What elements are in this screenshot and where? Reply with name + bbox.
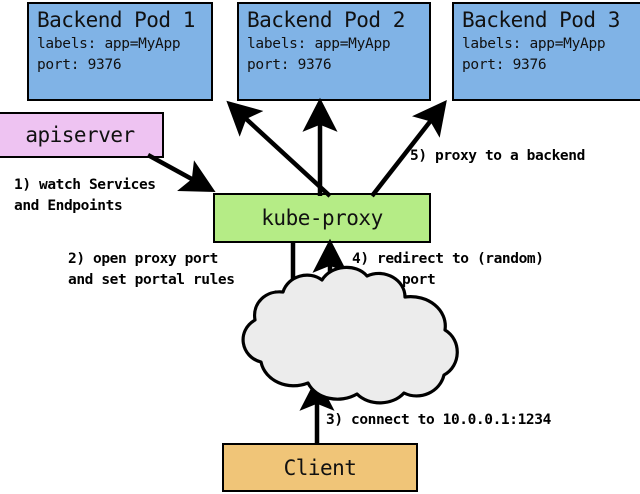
pod-1-labels: labels: app=MyApp — [37, 36, 181, 52]
step-5-label: 5) proxy to a backend — [410, 146, 585, 167]
step-1-line-2: and Endpoints — [14, 198, 123, 214]
step-2-line-2: and set portal rules — [68, 272, 235, 288]
pod-2-title: Backend Pod 2 — [247, 8, 405, 32]
step-2-label: 2) open proxy port and set portal rules — [68, 249, 235, 291]
step-2-line-1: 2) open proxy port — [68, 251, 218, 267]
step-1-label: 1) watch Services and Endpoints — [14, 175, 156, 217]
pod-3-port: port: 9376 — [462, 57, 547, 73]
backend-pod-3-box[interactable]: Backend Pod 3 labels: app=MyApp port: 93… — [452, 2, 640, 101]
apiserver-label: apiserver — [25, 123, 135, 147]
kube-proxy-label: kube-proxy — [261, 206, 383, 230]
backend-pod-1-box[interactable]: Backend Pod 1 labels: app=MyApp port: 93… — [27, 2, 213, 101]
client-label: Client — [283, 455, 357, 480]
apiserver-box[interactable]: apiserver — [0, 112, 164, 158]
step-3-label: 3) connect to 10.0.0.1:1234 — [326, 410, 551, 431]
iptables-cloud-shape — [241, 265, 459, 405]
backend-pod-2-box[interactable]: Backend Pod 2 labels: app=MyApp port: 93… — [237, 2, 431, 101]
step-1-line-1: 1) watch Services — [14, 177, 156, 193]
step-5-line-1: 5) proxy to a backend — [410, 148, 585, 164]
client-box[interactable]: Client — [222, 443, 418, 492]
arrow-kubeproxy-to-pod-1 — [226, 100, 332, 198]
pod-3-title: Backend Pod 3 — [462, 8, 620, 32]
step-4-line-1: 4) redirect to (random) — [352, 251, 544, 267]
pod-3-labels: labels: app=MyApp — [462, 36, 606, 52]
pod-2-labels: labels: app=MyApp — [247, 36, 391, 52]
arrow-kubeproxy-to-pod-3 — [370, 100, 447, 198]
pod-1-port: port: 9376 — [37, 57, 122, 73]
step-3-line-1: 3) connect to 10.0.0.1:1234 — [326, 412, 551, 428]
arrow-apiserver-to-kubeproxy — [146, 153, 216, 193]
pod-1-title: Backend Pod 1 — [37, 8, 195, 32]
pod-2-port: port: 9376 — [247, 57, 332, 73]
